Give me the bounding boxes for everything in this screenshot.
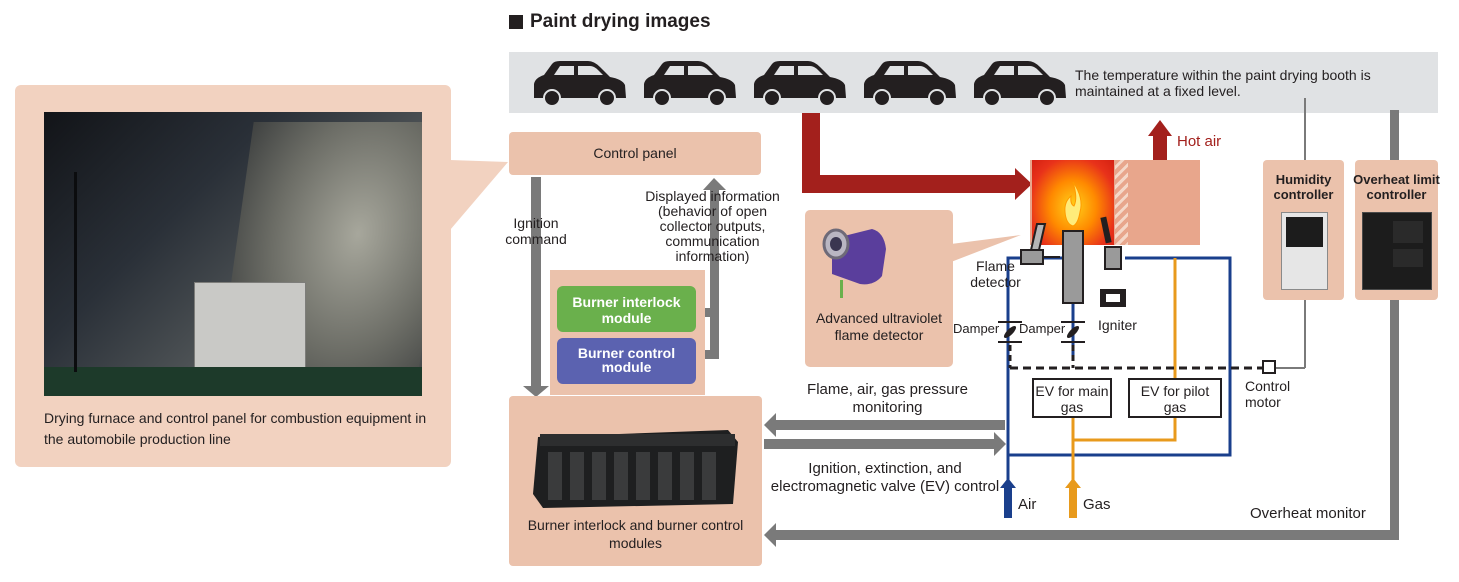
- control-motor-icon: [1262, 360, 1276, 374]
- burner-control-module: Burner control module: [557, 338, 696, 384]
- gas-label: Gas: [1083, 496, 1111, 513]
- gas-lines: [1071, 258, 1177, 482]
- hot-air-label: Hot air: [1177, 133, 1222, 150]
- air-inlet-arrow: [1004, 488, 1012, 518]
- flame-monitoring-arrow: [775, 420, 1005, 430]
- gas-inlet-arrow: [1069, 488, 1077, 518]
- flame-detector-icon: [1020, 223, 1060, 265]
- humidity-controller-label: Humidity controller: [1273, 172, 1334, 202]
- photo-caption: Drying furnace and control panel for com…: [44, 410, 427, 447]
- displayed-info-label: Displayed information (behavior of open …: [645, 188, 780, 264]
- humidity-controller-device: [1281, 212, 1328, 290]
- modules-hardware-image: [533, 430, 738, 508]
- uv-detector-image: [822, 228, 886, 298]
- ev-main-gas-box: EV for main gas: [1032, 378, 1112, 418]
- damper-left-label: Damper: [953, 321, 1000, 336]
- ev-pilot-gas-box: EV for pilot gas: [1128, 378, 1222, 418]
- callout-pointer: [450, 160, 508, 230]
- displayed-info-arrow: [710, 188, 719, 358]
- title-square-icon: [509, 15, 523, 29]
- booth-description: The temperature within the paint drying …: [1075, 67, 1371, 99]
- uv-detector-label: Advanced ultraviolet flame detector: [815, 310, 943, 343]
- overheat-monitor-label: Overheat monitor: [1250, 505, 1366, 522]
- flame-detector-label: Flame detector: [970, 258, 1021, 290]
- damper-right-label: Damper: [1019, 321, 1066, 336]
- ignition-control-label: Ignition, extinction, and electromagneti…: [770, 460, 1000, 495]
- overheat-controller-device: [1362, 212, 1432, 290]
- uv-pointer: [951, 235, 1021, 262]
- overheat-controller-label: Overheat limit controller: [1353, 172, 1440, 202]
- hot-air-arrow: [1153, 134, 1167, 160]
- control-cabinet: [194, 282, 306, 374]
- air-label: Air: [1018, 496, 1037, 513]
- damper-left-icon: [998, 321, 1022, 343]
- igniter-label: Igniter: [1098, 317, 1137, 333]
- burner-interlock-module: Burner interlock module: [557, 286, 696, 332]
- flame-monitoring-label: Flame, air, gas pressure monitoring: [807, 381, 968, 416]
- ignition-command-label: Ignition command: [505, 215, 567, 247]
- control-panel-box: Control panel: [509, 132, 761, 175]
- hot-air-feed-arrow: [802, 113, 820, 193]
- control-motor-label: Control motor: [1245, 378, 1291, 410]
- modules-caption: Burner interlock and burner control modu…: [527, 517, 744, 551]
- ignition-control-arrow: [764, 439, 994, 449]
- damper-right-icon: [1061, 321, 1085, 343]
- ignition-command-arrow: [531, 177, 541, 387]
- flame-icon: [1064, 181, 1082, 227]
- burner-pipe: [1062, 230, 1084, 304]
- page-title: Paint drying images: [530, 11, 711, 32]
- pilot-burner-icon: [1100, 216, 1122, 270]
- furnace-wall: [1115, 160, 1128, 245]
- furnace-photo: [44, 112, 422, 396]
- igniter-icon: [1100, 289, 1126, 307]
- overheat-monitor-line: [1390, 110, 1399, 537]
